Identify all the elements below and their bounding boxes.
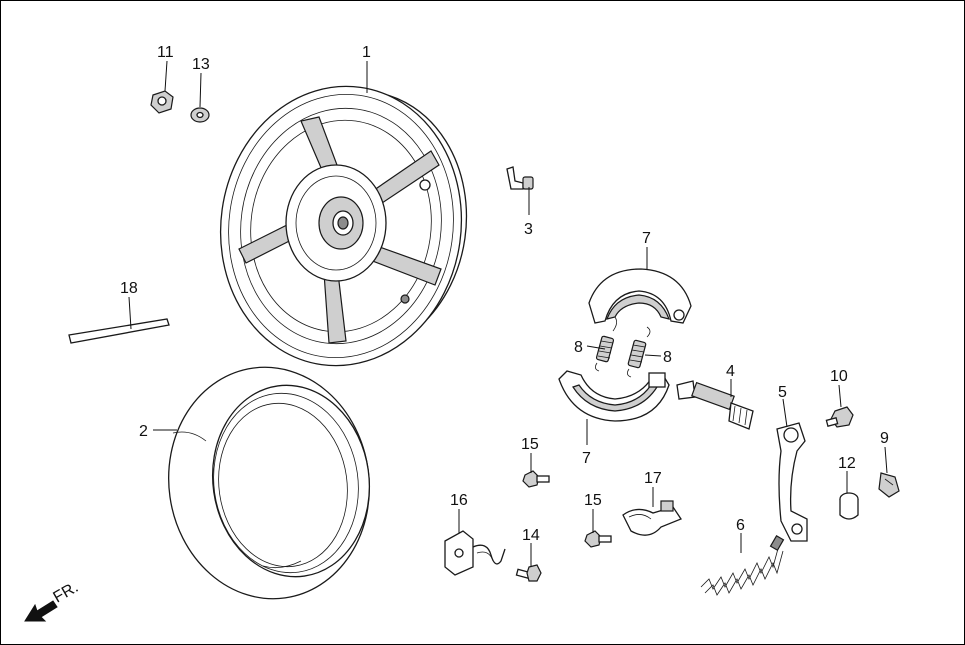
callout-14: 14 <box>522 527 540 544</box>
front-direction-label: FR. <box>51 579 82 607</box>
callout-16: 16 <box>450 492 468 509</box>
brake-arm <box>776 422 808 542</box>
rim-tape-18 <box>68 318 170 344</box>
front-direction-arrow-icon <box>24 600 58 622</box>
callout-5: 5 <box>778 384 787 401</box>
brake-spring-right <box>627 326 651 378</box>
brake-cam <box>676 380 754 430</box>
wheel-rim <box>219 85 468 367</box>
callout-2: 2 <box>139 423 148 440</box>
tire-valve <box>506 166 534 190</box>
callout-15-upper: 15 <box>521 436 539 453</box>
brake-spring-left <box>595 316 617 372</box>
callout-11: 11 <box>157 44 174 61</box>
brake-shoe-upper <box>588 268 692 324</box>
tire <box>168 366 371 600</box>
callout-10: 10 <box>830 368 848 385</box>
hose-guide-17 <box>622 500 682 536</box>
bolt-14 <box>515 564 542 582</box>
bolt-15-upper <box>522 470 550 488</box>
nut-11 <box>150 90 174 114</box>
callout-6: 6 <box>736 517 745 534</box>
callout-7-upper: 7 <box>642 230 651 247</box>
leader-lines <box>128 60 888 567</box>
callout-18: 18 <box>120 280 138 297</box>
callout-4: 4 <box>726 363 735 380</box>
callout-13: 13 <box>192 56 210 73</box>
brake-shoe-lower <box>558 370 670 422</box>
callout-15-lower: 15 <box>584 492 602 509</box>
bolt-15-lower <box>584 530 612 548</box>
callout-7-lower: 7 <box>582 450 591 467</box>
callout-12: 12 <box>838 455 856 472</box>
bracket-16 <box>444 530 506 576</box>
callout-9: 9 <box>880 430 889 447</box>
collar-12 <box>839 492 859 520</box>
clip-9 <box>878 472 900 498</box>
callout-8-left: 8 <box>574 339 583 356</box>
callout-1: 1 <box>362 44 371 61</box>
bolt-10 <box>825 406 854 428</box>
callout-17: 17 <box>644 470 662 487</box>
callout-3: 3 <box>524 221 533 238</box>
brake-return-spring <box>700 534 785 596</box>
washer-13 <box>190 107 210 123</box>
callout-8-right: 8 <box>663 349 672 366</box>
